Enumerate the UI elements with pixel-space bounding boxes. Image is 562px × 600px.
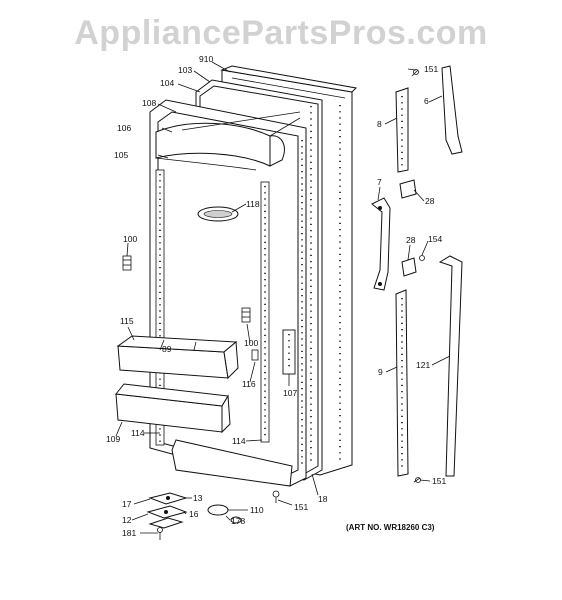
callout-910: 910 <box>199 54 213 64</box>
callout-110: 110 <box>250 505 264 515</box>
handle-grip-recess <box>197 206 239 222</box>
callout-12: 12 <box>122 515 132 525</box>
callout-89: 89 <box>162 344 172 354</box>
callout-109: 109 <box>106 434 120 444</box>
mullion-strip <box>282 329 296 375</box>
handle-trim-121 <box>438 255 463 477</box>
callout-8: 8 <box>377 119 382 129</box>
callout-100-right: 100 <box>244 338 258 348</box>
callout-116: 116 <box>242 379 256 389</box>
watermark-text: AppliancePartsPros.com <box>74 14 488 52</box>
hinge-parts <box>146 492 242 540</box>
handle-cap-8 <box>395 87 409 173</box>
dairy-compartment <box>155 111 301 171</box>
callout-28-top: 28 <box>425 196 435 206</box>
callout-18: 18 <box>318 494 328 504</box>
callout-118: 118 <box>246 199 260 209</box>
callout-121: 121 <box>416 360 430 370</box>
callout-115: 115 <box>120 316 134 326</box>
door-shelf-lower <box>115 383 231 434</box>
handle-rail-9 <box>395 289 409 477</box>
door-bin-upper <box>116 335 239 380</box>
callout-16: 16 <box>189 509 199 519</box>
callout-151-top: 151 <box>424 64 438 74</box>
callout-114-left: 114 <box>131 428 145 438</box>
art-number: (ART NO. WR18260 C3) <box>346 523 435 532</box>
callout-13: 13 <box>193 493 203 503</box>
callout-181: 181 <box>122 528 136 538</box>
callout-108: 108 <box>142 98 156 108</box>
callout-7: 7 <box>377 177 382 187</box>
callout-103: 103 <box>178 65 192 75</box>
screw-bottom <box>272 490 280 503</box>
callout-9: 9 <box>378 367 383 377</box>
callout-114-right: 114 <box>232 436 246 446</box>
handle-bracket-28-mid <box>401 257 417 277</box>
callout-105: 105 <box>114 150 128 160</box>
callout-107: 107 <box>283 388 297 398</box>
callout-28-mid: 28 <box>406 235 416 245</box>
callout-6: 6 <box>424 96 429 106</box>
handle-bracket-28-top <box>399 179 417 199</box>
handle-trim-6 <box>441 65 463 155</box>
callout-151-bottom: 151 <box>294 502 308 512</box>
screw-151-lower <box>413 477 421 483</box>
leader-lines <box>115 61 451 534</box>
callout-151-lower: 151 <box>432 476 446 486</box>
handle-7 <box>371 197 391 291</box>
callout-178: 178 <box>231 516 245 526</box>
callout-104: 104 <box>160 78 174 88</box>
callout-100-left: 100 <box>123 234 137 244</box>
screw-151-top <box>411 69 419 77</box>
bracket-small-116 <box>251 349 259 361</box>
callout-17: 17 <box>122 499 132 509</box>
bracket-right <box>241 307 251 323</box>
screw-154 <box>419 255 425 261</box>
callout-154: 154 <box>428 234 442 244</box>
bracket-left <box>122 255 132 271</box>
callout-106: 106 <box>117 123 131 133</box>
door-liner <box>149 99 307 487</box>
